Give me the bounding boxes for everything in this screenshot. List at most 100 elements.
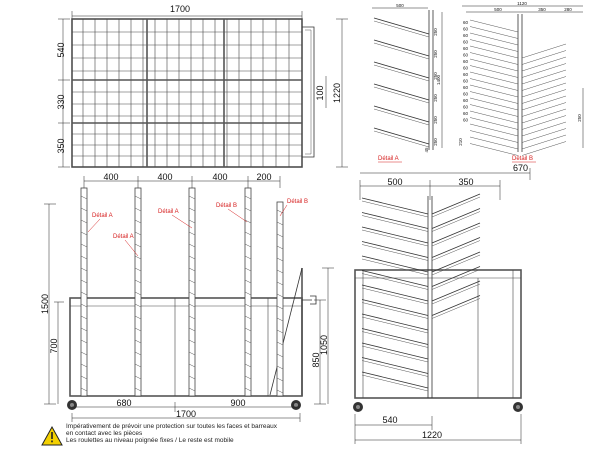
detail-b-arm-left [469, 26, 519, 39]
detail-a-arm-edge [373, 64, 430, 82]
front-post-bracket [80, 195, 88, 200]
front-post-bracket [244, 327, 252, 332]
side-arm-left [361, 357, 429, 374]
detail-a-arm [373, 17, 430, 35]
front-post-bracket [244, 207, 252, 212]
front-post-bracket [188, 315, 196, 320]
front-post-bracket [80, 207, 88, 212]
front-overall-label: 1050 [319, 335, 329, 355]
top-view: 1700 540 330 350 100 1220 [56, 4, 348, 168]
top-shelf-grid [71, 18, 303, 168]
front-post [134, 187, 142, 397]
front-post-bracket [244, 303, 252, 308]
front-post-bracket [188, 279, 196, 284]
front-spacing-2-label: 400 [157, 172, 172, 182]
side-arm-left [361, 255, 429, 273]
detail-b-arm-right [521, 89, 567, 104]
note-line-1: Impérativement de prévoir une protection… [66, 423, 277, 430]
side-arm-right [431, 280, 481, 302]
side-frame [354, 269, 522, 399]
side-left-label: 500 [387, 177, 402, 187]
front-post-bracket [188, 219, 196, 224]
front-post-bracket [244, 351, 252, 356]
front-post-bracket [244, 339, 252, 344]
detail-b-arm-left [469, 123, 519, 137]
detail-b-pitch-label: 60 [463, 66, 469, 71]
top-handle-label: 100 [315, 85, 325, 100]
front-post-bracket [80, 387, 88, 392]
front-view: 400 400 400 200 Détail A Détail A Détail… [40, 172, 334, 422]
detail-b-arm-right [521, 50, 567, 65]
detail-b-arm-left [469, 136, 519, 150]
side-arm-right [431, 251, 481, 273]
side-arm-left [361, 328, 429, 345]
front-post-bracket [244, 231, 252, 236]
front-post-bracket [276, 341, 284, 346]
detail-a-arm-edge [373, 130, 430, 148]
front-post-bracket [80, 315, 88, 320]
side-arm-left [361, 371, 429, 389]
detail-b-mid-label: 350 [538, 7, 546, 12]
side-arm-right-edge [431, 211, 481, 232]
front-post-bracket [276, 353, 284, 358]
detail-b-arm-right [521, 141, 567, 156]
front-post [188, 187, 196, 397]
side-arm-right-edge [431, 298, 481, 319]
front-post-bracket [244, 219, 252, 224]
front-post-bracket [244, 387, 252, 392]
detail-b-arm-left [469, 58, 519, 72]
side-arm-left-edge [361, 360, 429, 377]
front-post-bracket [276, 317, 284, 322]
front-post-bracket [244, 267, 252, 272]
front-callout-1: Détail A [92, 213, 113, 219]
front-post-bracket [276, 221, 284, 226]
detail-b-arm-right [521, 56, 567, 72]
side-arm-left [361, 313, 429, 331]
detail-b-arms [469, 19, 567, 156]
detail-b-title: Détail B [512, 156, 533, 162]
detail-a-arm [373, 127, 430, 145]
detail-a-arm [373, 83, 430, 101]
front-post-bracket [244, 315, 252, 320]
detail-b-left-label: 500 [494, 7, 502, 12]
front-post-bracket [134, 387, 142, 392]
detail-a-height-label: 1400 [436, 74, 441, 85]
front-post-bracket [80, 351, 88, 356]
side-arm-left-edge [361, 331, 429, 348]
front-length-label: 1700 [176, 409, 196, 419]
detail-b-pitch-label: 60 [463, 92, 469, 97]
detail-b-arm-left [469, 91, 519, 104]
front-post-bracket [188, 255, 196, 260]
side-arm-right [431, 208, 481, 229]
front-callout-3: Détail A [158, 209, 179, 215]
front-post-bracket [134, 327, 142, 332]
front-spacing-3-label: 400 [212, 172, 227, 182]
detail-b-pitch-label: 60 [463, 111, 469, 116]
front-post-bracket [244, 195, 252, 200]
detail-b-arm-right [521, 115, 567, 130]
front-post-bracket [276, 293, 284, 298]
detail-a-arms [373, 17, 430, 148]
side-arm-right-edge [431, 254, 481, 276]
front-post-bracket [80, 375, 88, 380]
detail-b-pitch-label: 60 [463, 79, 469, 84]
front-post-bracket [276, 365, 284, 370]
note-line-3: Les roulettes au niveau poignée fixes / … [66, 437, 234, 444]
top-row-1-label: 540 [56, 42, 66, 57]
detail-b-arm-left [469, 39, 519, 52]
side-arms [361, 193, 481, 392]
front-post-bracket [276, 269, 284, 274]
front-post-bracket [188, 207, 196, 212]
side-arm-left-edge [361, 302, 429, 319]
side-arm-left-edge [361, 273, 429, 290]
front-post-bracket [134, 231, 142, 236]
side-arm-right [431, 193, 481, 215]
detail-b-arm-left [469, 143, 519, 156]
top-row-3-label: 350 [56, 138, 66, 153]
detail-b-arm-left [469, 32, 519, 46]
side-arm-left-edge [361, 244, 429, 261]
front-post-bracket [188, 387, 196, 392]
side-arm-right [431, 237, 481, 258]
front-post-bracket [80, 267, 88, 272]
